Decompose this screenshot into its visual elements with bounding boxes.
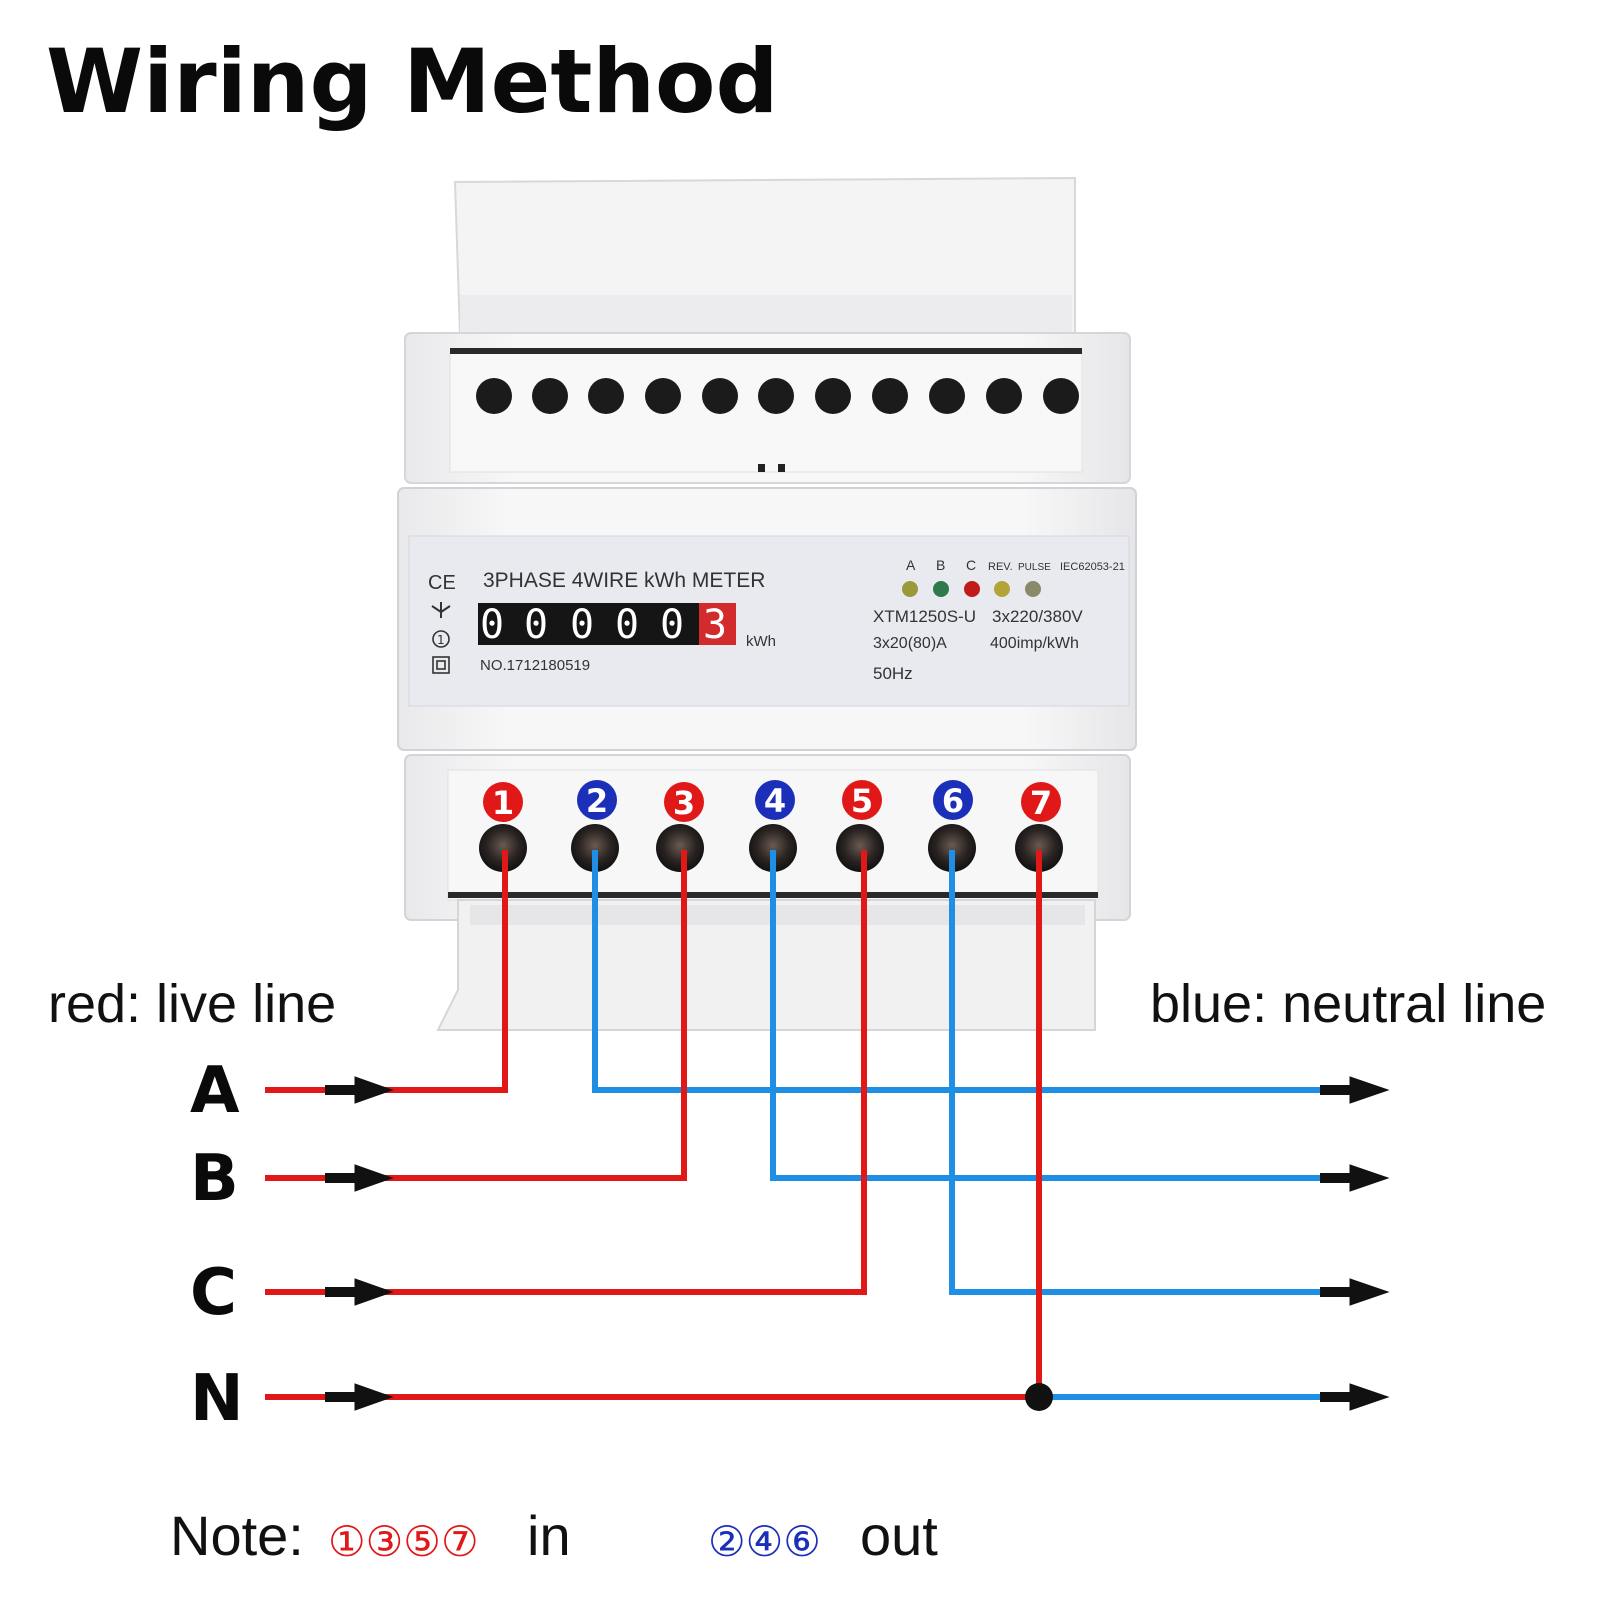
terminal-number: 2 [586, 782, 608, 820]
terminal-badge-4: 4 [755, 780, 795, 820]
arrow-icon [325, 1164, 394, 1192]
indicator-label: B [936, 557, 945, 573]
neutral-junction-dot [1025, 1383, 1053, 1411]
accuracy-class-value: 1 [437, 633, 445, 647]
arrow-icon [1320, 1164, 1390, 1192]
terminal-screw [836, 824, 884, 872]
arrow-icon [325, 1383, 394, 1411]
page-title: Wiring Method [46, 30, 779, 133]
counter-digit: 0 [524, 602, 548, 648]
top-screw-row [476, 378, 1079, 414]
counter-digit: 0 [615, 602, 639, 648]
counter-digit: 0 [660, 602, 684, 648]
output-arrows [1320, 1076, 1390, 1411]
wire-terminal-6-out [949, 850, 1325, 1295]
wire-terminal-2-out [592, 850, 1325, 1093]
note-out-terminals: ②④⑥ [708, 1517, 821, 1566]
counter-red-digit: 3 [703, 602, 727, 648]
indicator-label: C [966, 557, 976, 573]
terminal-screw-row [479, 824, 1063, 872]
indicator-led-b [933, 581, 949, 597]
indicator-led-pulse [1025, 581, 1041, 597]
indicator-led-a [902, 581, 918, 597]
terminal-badges: 1 2 3 4 5 6 7 [483, 780, 1061, 822]
arrow-icon [325, 1076, 394, 1104]
terminal-number: 5 [851, 782, 873, 820]
phase-label-a: A [190, 1054, 240, 1128]
legend-neutral-line: blue: neutral line [1150, 974, 1546, 1034]
wire-c-in [265, 850, 867, 1295]
wire-terminal-4-out [770, 850, 1325, 1181]
meter-constant: 400imp/kWh [990, 635, 1079, 652]
terminal-screw [749, 824, 797, 872]
note-out-text: out [860, 1504, 938, 1567]
rated-voltage: 3x220/380V [992, 607, 1083, 626]
phase-label-c: C [190, 1256, 237, 1330]
indicator-label: A [906, 557, 916, 573]
note-in-text: in [527, 1504, 571, 1567]
input-arrows [325, 1076, 394, 1411]
arrow-icon [1320, 1076, 1390, 1104]
meter-name: 3PHASE 4WIRE kWh METER [483, 569, 765, 592]
note-in-terminals: ①③⑤⑦ [328, 1517, 479, 1566]
model-number: XTM1250S-U [873, 607, 976, 626]
double-insulation-icon [432, 656, 450, 674]
terminal-number: 7 [1030, 784, 1052, 822]
terminal-screw [571, 824, 619, 872]
terminal-number: 6 [942, 782, 964, 820]
terminal-screw [656, 824, 704, 872]
arrow-icon [1320, 1383, 1390, 1411]
terminal-badge-3: 3 [664, 782, 704, 822]
legend-live-line: red: live line [48, 974, 336, 1034]
terminal-badge-6: 6 [933, 780, 973, 820]
indicator-led-c [964, 581, 980, 597]
star-connection-icon [431, 602, 451, 618]
terminal-badge-2: 2 [577, 780, 617, 820]
terminal-badge-5: 5 [842, 780, 882, 820]
kwh-counter: 0 0 0 0 0 3 [478, 602, 736, 648]
terminal-number: 4 [764, 782, 786, 820]
arrow-icon [1320, 1278, 1390, 1306]
arrow-icon [325, 1278, 394, 1306]
counter-unit: kWh [746, 633, 776, 650]
indicator-label: PULSE [1018, 562, 1051, 573]
serial-number: NO.1712180519 [480, 657, 590, 674]
phase-label-n: N [190, 1362, 244, 1436]
counter-digit: 0 [570, 602, 594, 648]
terminal-number: 3 [673, 784, 695, 822]
indicator-label: REV. [988, 561, 1013, 573]
standard-label: IEC62053-21 [1060, 561, 1125, 573]
terminal-badge-1: 1 [483, 782, 523, 822]
terminal-badge-7: 7 [1021, 782, 1061, 822]
terminal-screw [1015, 824, 1063, 872]
counter-digit: 0 [480, 602, 504, 648]
wire-b-in [265, 850, 687, 1181]
accuracy-class-icon [432, 630, 450, 648]
indicator-led-rev [994, 581, 1010, 597]
ce-mark: CE [428, 572, 456, 594]
terminal-screw [928, 824, 976, 872]
energy-meter: CE 3PHASE 4WIRE kWh METER 1 0 0 0 0 0 3 … [397, 176, 1137, 1031]
phase-label-b: B [190, 1142, 239, 1216]
terminal-number: 1 [492, 784, 514, 822]
terminal-screw [479, 824, 527, 872]
rated-current: 3x20(80)A [873, 635, 947, 652]
rated-frequency: 50Hz [873, 664, 913, 683]
note-label: Note: [170, 1504, 304, 1567]
